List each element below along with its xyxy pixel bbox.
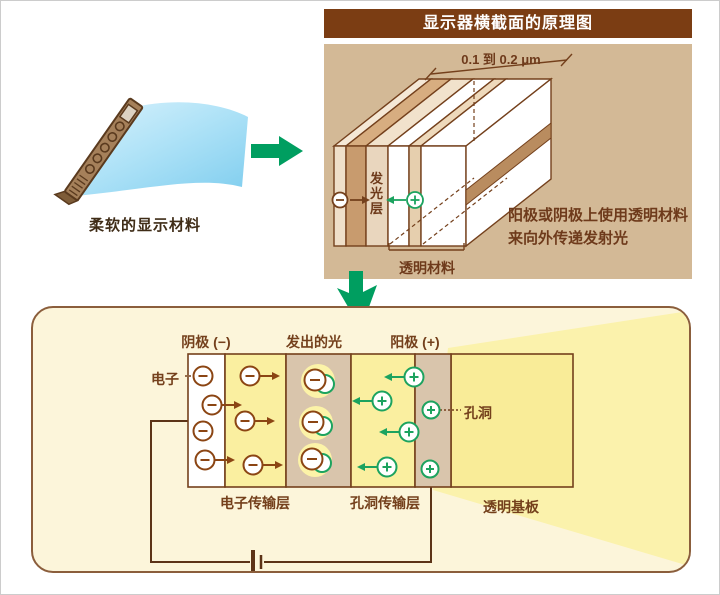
cross-section-title: 显示器横截面的原理图 [324,9,692,38]
dimension-line [424,53,573,81]
transparent-electrode-annotation: 阳极或阴极上使用透明材料 来向外传递发射光 [508,204,692,250]
cross-section-panel: 0.1 到 0.2 μm 发光层 阳极或阴极上使用透明材料 来向外传递发射光 透… [324,44,692,279]
recombination-pairs [298,364,335,477]
arrow-right-icon [251,136,303,166]
substrate-layer [450,353,574,488]
annotation-line-1: 阳极或阴极上使用透明材料 [508,207,689,224]
htl-holes [352,366,425,478]
arrow-down-icon [337,271,377,329]
transparent-material-bracket [388,243,465,251]
flexible-display-illustration [53,97,248,206]
electron-icon [331,191,370,209]
transparent-material-label: 透明材料 [399,260,455,276]
flexible-display-caption: 柔软的显示材料 [89,217,202,234]
hole-icon [386,191,424,209]
anode-holes [420,400,441,479]
battery-icon [251,550,263,571]
annotation-line-2: 来向外传递发射光 [508,230,629,247]
dimension-label: 0.1 到 0.2 μm [461,52,541,67]
emitting-layer-label: 发光层 [369,171,383,216]
cathode-label: 阴极 (−) [181,334,231,350]
etl-electrons [234,365,283,476]
emitted-light-label: 发出的光 [286,334,342,350]
display-device-bar [53,97,144,206]
cathode-electrons [192,365,242,471]
circuit-wire [150,420,432,563]
layer-stack-3d [331,53,573,251]
anode-label: 阳极 (+) [390,334,440,350]
energy-diagram [150,311,689,571]
flexible-sheet [76,102,248,196]
hole-transport-label: 孔洞传输层 [350,495,420,511]
electron-transport-label: 电子传输层 [220,495,290,511]
substrate-label: 透明基板 [483,499,539,515]
hole-label: 孔洞 [464,405,492,421]
electron-label: 电子 [151,371,179,387]
energy-diagram-panel: 阴极 (−) 发出的光 阳极 (+) 电子 孔洞 电子传输层 孔洞传输层 透明基… [31,306,691,573]
